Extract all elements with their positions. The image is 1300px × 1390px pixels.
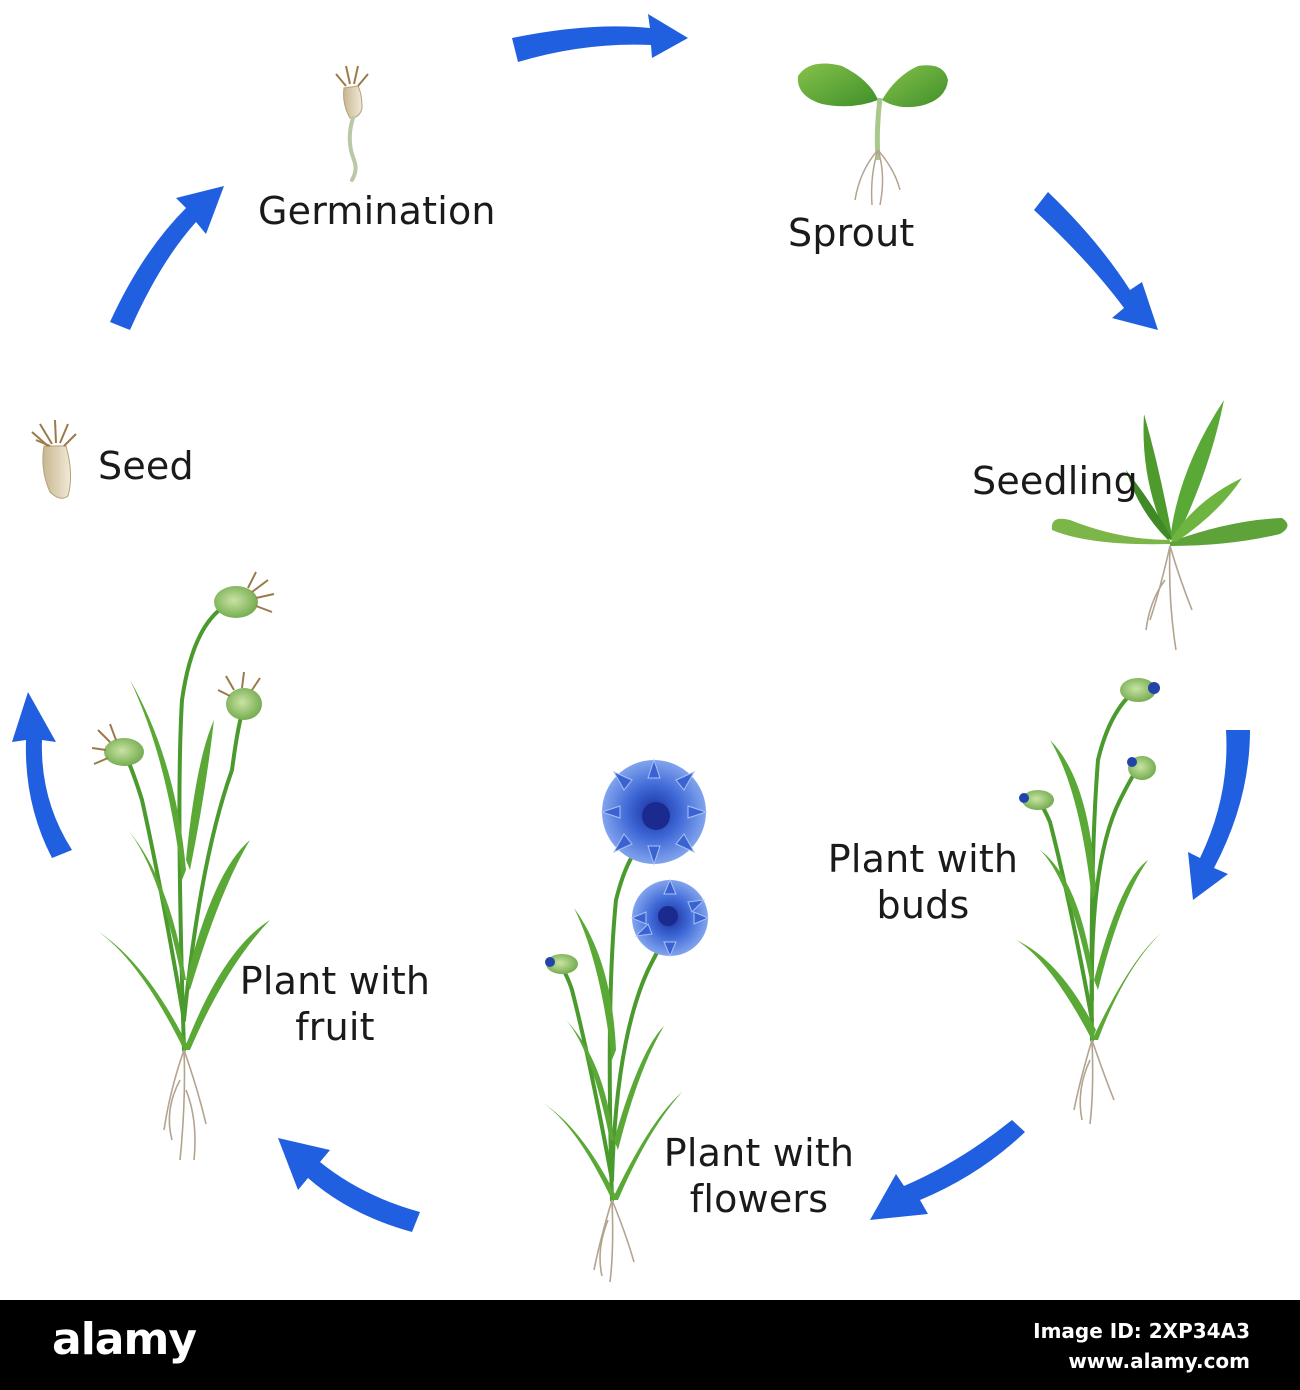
cornflower-life-cycle-diagram: Germination Sprout Seedling Seed Plant w… xyxy=(12,14,1288,1283)
fruit-head-top-icon xyxy=(214,571,275,618)
arrow-sprout-to-seedling-icon xyxy=(1034,192,1158,330)
fruit-head-right-icon xyxy=(217,671,262,720)
label-plant-with-buds-line2: buds xyxy=(876,883,970,927)
label-plant-with-fruit: Plant with fruit xyxy=(222,958,448,1050)
cornflower-blossom-upper-icon xyxy=(600,758,708,866)
label-plant-with-flowers-line1: Plant with xyxy=(663,1131,855,1175)
label-plant-with-fruit-line1: Plant with xyxy=(239,959,431,1003)
arrow-fruit-to-seed-icon xyxy=(12,692,72,858)
germinating-seed-icon xyxy=(335,65,369,182)
label-plant-with-fruit-line2: fruit xyxy=(295,1005,375,1049)
cycle-illustration xyxy=(12,14,1288,1283)
arrow-seedling-to-buds-icon xyxy=(1188,730,1250,900)
arrow-seed-to-germination-icon xyxy=(110,186,224,330)
plant-with-fruit-icon xyxy=(91,571,275,1161)
arrow-flowers-to-fruit-icon xyxy=(278,1138,420,1232)
arrow-germination-to-sprout-icon xyxy=(512,14,688,62)
footer-bar: alamy Image ID: 2XP34A3 www.alamy.com xyxy=(0,1300,1300,1390)
image-id-text: Image ID: 2XP34A3 xyxy=(1033,1319,1250,1343)
sprout-icon xyxy=(797,63,948,206)
plant-with-buds-icon xyxy=(1016,678,1160,1125)
seed-icon xyxy=(31,419,77,499)
cornflower-blossom-lower-icon xyxy=(630,878,710,958)
plant-with-flowers-icon xyxy=(538,758,710,1283)
label-sprout: Sprout xyxy=(788,211,915,255)
site-url-text: www.alamy.com xyxy=(1068,1349,1250,1373)
image-info: Image ID: 2XP34A3 www.alamy.com xyxy=(1033,1316,1250,1376)
label-plant-with-flowers-line2: flowers xyxy=(689,1177,829,1221)
label-seedling: Seedling xyxy=(972,459,1138,503)
label-germination: Germination xyxy=(258,189,496,233)
arrow-buds-to-flowers-icon xyxy=(870,1120,1025,1220)
label-plant-with-buds: Plant with buds xyxy=(810,836,1036,928)
brand-logo: alamy xyxy=(52,1314,197,1365)
fruit-head-left-icon xyxy=(91,723,144,766)
label-plant-with-flowers: Plant with flowers xyxy=(646,1130,872,1222)
label-seed: Seed xyxy=(98,444,194,488)
label-plant-with-buds-line1: Plant with xyxy=(827,837,1019,881)
seedling-icon xyxy=(1051,400,1288,651)
